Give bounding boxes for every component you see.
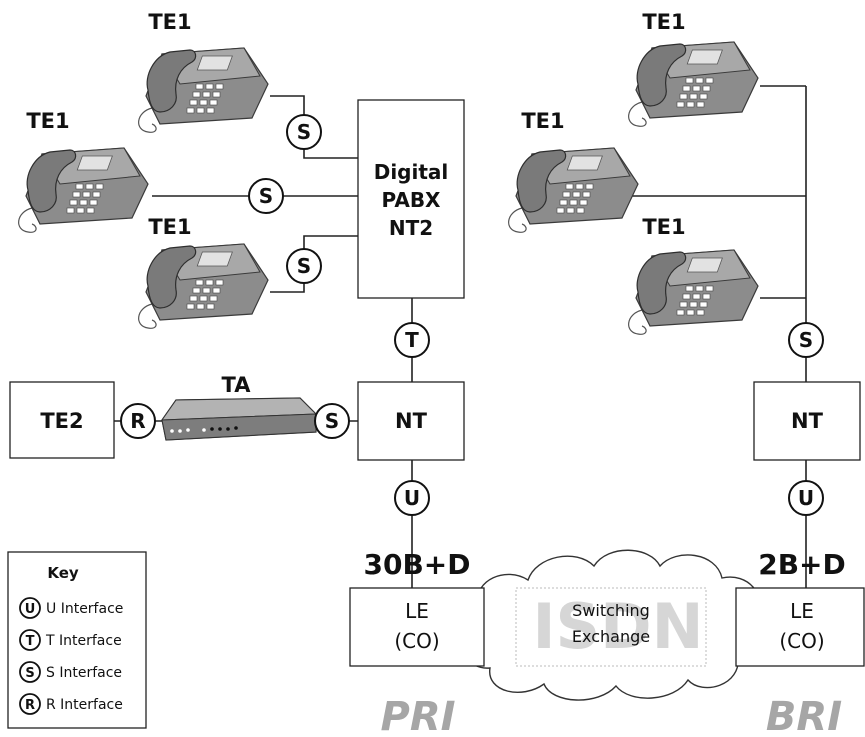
le-right-label-co: (CO) [779, 629, 824, 653]
bri-channel-label: 2B+D [758, 548, 846, 581]
svg-text:S: S [325, 409, 339, 433]
legend-item-u: U U Interface [19, 597, 123, 619]
nt-right-label: NT [791, 409, 824, 433]
te1-label-mid-left: TE1 [26, 109, 69, 133]
telephone-icon-top-left [138, 47, 269, 133]
svg-text:S Interface: S Interface [46, 665, 122, 681]
te1-label-top-left: TE1 [148, 10, 191, 34]
pabx-label-nt2: NT2 [389, 216, 433, 240]
cloud-label-switching: Switching [572, 601, 650, 620]
pabx-box [357, 99, 465, 299]
s-interface-bubble: S [314, 403, 350, 439]
svg-text:R: R [130, 409, 145, 433]
svg-text:S: S [259, 184, 273, 208]
t-interface-bubble: T [394, 322, 430, 358]
svg-text:T: T [26, 634, 35, 649]
svg-text:U Interface: U Interface [46, 601, 123, 617]
svg-text:T Interface: T Interface [45, 633, 122, 649]
te1-label-low-left: TE1 [148, 215, 191, 239]
pri-footer-label: PRI [381, 694, 456, 737]
s-interface-bubble: S [248, 178, 284, 214]
u-interface-bubble: U [394, 480, 430, 516]
telephone-icon-mid-right [508, 147, 639, 233]
te1-label-low-right: TE1 [642, 215, 685, 239]
legend-item-r: R R Interface [19, 693, 123, 715]
telephone-icon-mid-left [18, 147, 149, 233]
svg-text:S: S [297, 120, 311, 144]
ta-label: TA [222, 373, 252, 397]
le-left-box [349, 587, 485, 667]
svg-text:S: S [297, 254, 311, 278]
cloud-label-exchange: Exchange [572, 627, 650, 646]
le-right-label-le: LE [790, 599, 814, 623]
te1-label-mid-right: TE1 [521, 109, 564, 133]
svg-text:S: S [799, 328, 813, 352]
bri-footer-label: BRI [766, 694, 842, 737]
pabx-label-pabx: PABX [382, 188, 442, 212]
svg-text:R: R [25, 698, 35, 713]
pabx-label-digital: Digital [374, 160, 449, 184]
nt-right-box [753, 381, 861, 461]
telephone-icon-low-left [138, 243, 269, 329]
isdn-cloud: ISDN Switching Exchange [457, 549, 767, 701]
svg-text:U: U [25, 602, 36, 617]
telephone-icon-top-right [628, 41, 759, 127]
legend-item-s: S S Interface [19, 661, 122, 683]
te1-label-top-right: TE1 [642, 10, 685, 34]
terminal-adapter-icon [161, 397, 318, 441]
le-left-label-le: LE [405, 599, 429, 623]
s-interface-bubble: S [788, 322, 824, 358]
s-interface-bubble: S [286, 248, 322, 284]
nt-left-label: NT [395, 409, 428, 433]
svg-text:T: T [405, 328, 419, 352]
le-right-box [735, 587, 865, 667]
isdn-watermark: ISDN [532, 590, 703, 663]
r-interface-bubble: R [120, 403, 156, 439]
pri-channel-label: 30B+D [363, 548, 470, 581]
svg-text:U: U [404, 486, 420, 510]
legend-title: Key [47, 564, 79, 582]
telephone-icon-low-right [628, 249, 759, 335]
le-left-label-co: (CO) [394, 629, 439, 653]
te2-box [9, 381, 115, 459]
legend-item-t: T T Interface [19, 629, 122, 651]
svg-text:S: S [25, 666, 34, 681]
svg-text:R Interface: R Interface [46, 697, 123, 713]
nt-left-box [357, 381, 465, 461]
te2-label: TE2 [40, 409, 83, 433]
svg-text:U: U [798, 486, 814, 510]
legend: Key U U Interface T T Interface S S Inte… [7, 551, 147, 729]
u-interface-bubble: U [788, 480, 824, 516]
s-interface-bubble: S [286, 114, 322, 150]
